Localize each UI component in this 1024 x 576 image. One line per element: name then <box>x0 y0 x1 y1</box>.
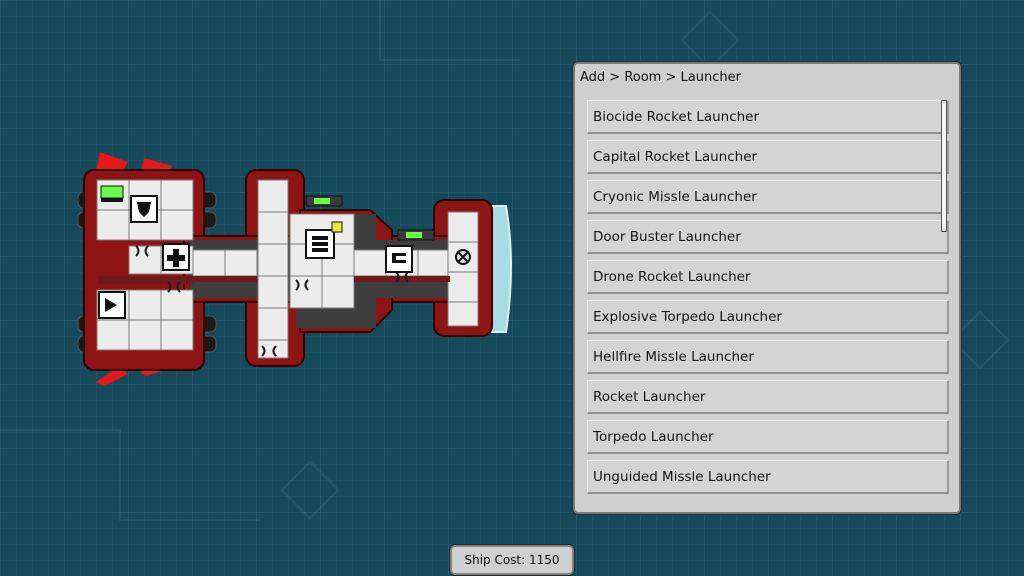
room-picker-panel[interactable]: Add > Room > Launcher Biocide Rocket Lau… <box>573 62 961 514</box>
launcher-list[interactable]: Biocide Rocket Launcher Capital Rocket L… <box>587 100 949 500</box>
list-item-explosive-torpedo-launcher[interactable]: Explosive Torpedo Launcher <box>587 300 949 334</box>
room-tiles <box>96 179 479 359</box>
ship-cost-label: Ship Cost: 1150 <box>450 545 574 575</box>
sensor-icon <box>455 249 471 265</box>
corridor-trim <box>97 276 450 284</box>
ship[interactable] <box>77 152 512 386</box>
breadcrumb: Add > Room > Launcher <box>580 70 741 85</box>
background-circuit <box>0 0 1010 521</box>
list-item-unguided-missle-launcher[interactable]: Unguided Missle Launcher <box>587 460 949 494</box>
list-item-biocide-rocket-launcher[interactable]: Biocide Rocket Launcher <box>587 100 949 134</box>
piloting-system-icon <box>385 245 413 273</box>
list-item-capital-rocket-launcher[interactable]: Capital Rocket Launcher <box>587 140 949 174</box>
list-item-door-buster-launcher[interactable]: Door Buster Launcher <box>587 220 949 254</box>
weapon-mounts <box>305 195 435 241</box>
oxygen-system-icon <box>100 185 124 202</box>
list-item-drone-rocket-launcher[interactable]: Drone Rocket Launcher <box>587 260 949 294</box>
engine-system-icon <box>98 291 126 319</box>
list-item-torpedo-launcher[interactable]: Torpedo Launcher <box>587 420 949 454</box>
medbay-system-icon <box>162 243 190 271</box>
list-scrollbar[interactable] <box>941 100 947 232</box>
list-item-cryonic-missle-launcher[interactable]: Cryonic Missle Launcher <box>587 180 949 214</box>
list-item-hellfire-missle-launcher[interactable]: Hellfire Missle Launcher <box>587 340 949 374</box>
list-item-rocket-launcher[interactable]: Rocket Launcher <box>587 380 949 414</box>
weapons-system-icon <box>305 221 343 259</box>
shield-system-icon <box>130 195 158 223</box>
